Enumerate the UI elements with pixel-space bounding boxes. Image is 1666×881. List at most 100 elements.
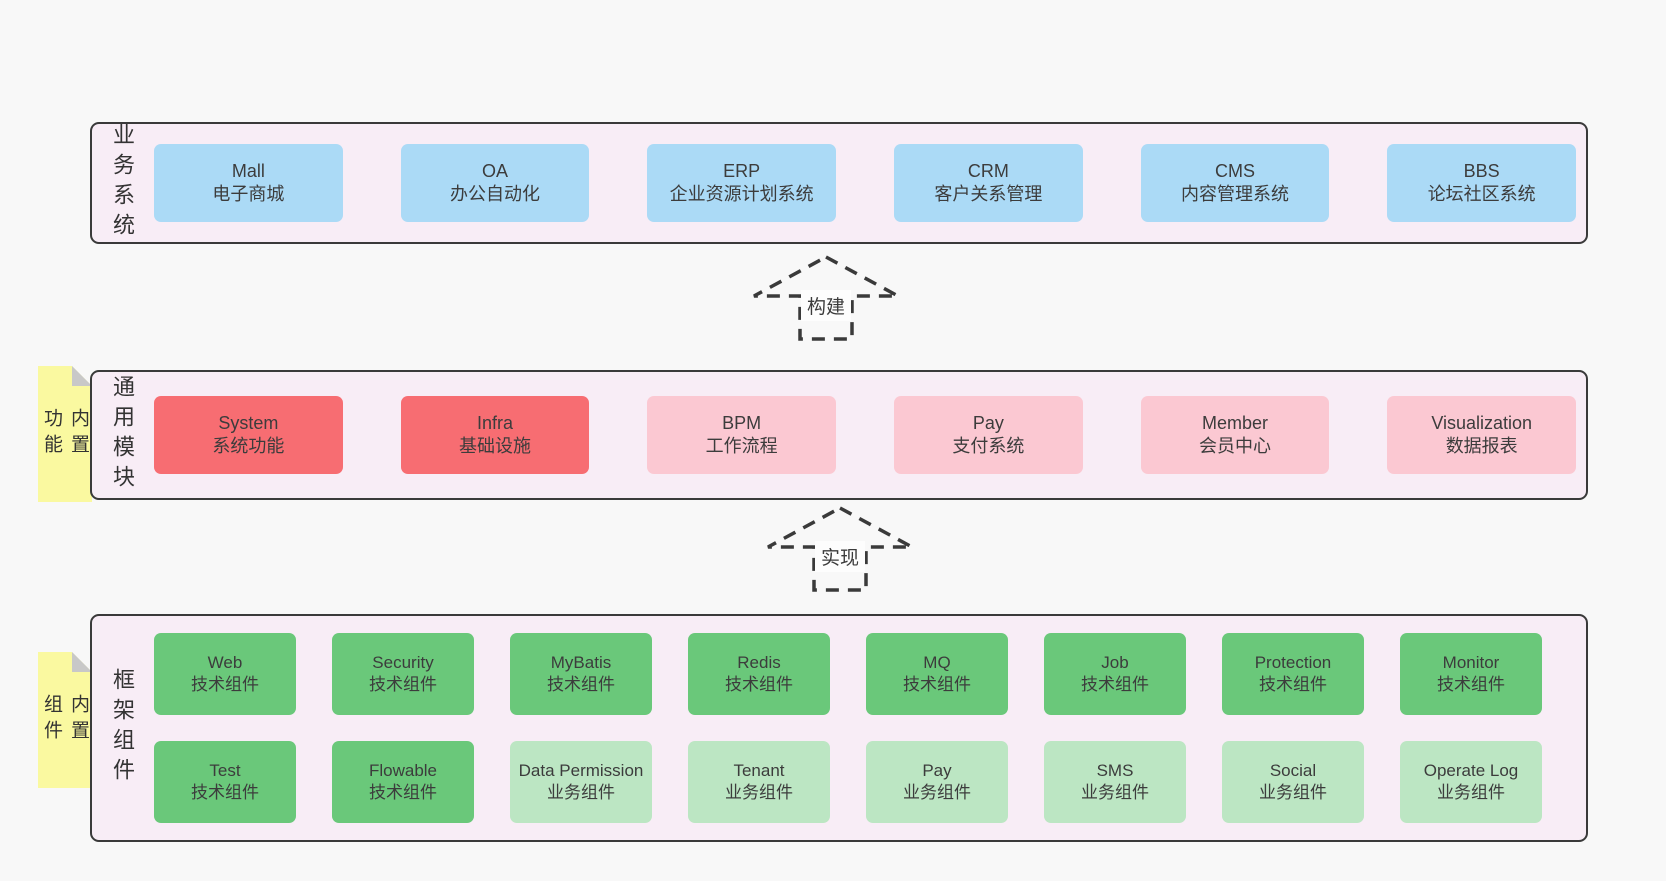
framework-row-2: Test 技术组件 Flowable 技术组件 Data Permission … xyxy=(154,741,1576,823)
business-box-row: Mall 电子商城 OA 办公自动化 ERP 企业资源计划系统 CRM 客户关系… xyxy=(154,124,1577,242)
box-mybatis: MyBatis 技术组件 xyxy=(510,633,652,715)
framework-rows: Web 技术组件 Security 技术组件 MyBatis 技术组件 Redi… xyxy=(154,616,1576,840)
framework-components-panel: 框架组件 Web 技术组件 Security 技术组件 MyBatis 技术组件… xyxy=(90,614,1588,842)
common-modules-panel: 通用模块 System 系统功能 Infra 基础设施 BPM 工作流程 Pay… xyxy=(90,370,1588,500)
box-mq: MQ 技术组件 xyxy=(866,633,1008,715)
box-title: Test xyxy=(209,761,241,780)
box-redis: Redis 技术组件 xyxy=(688,633,830,715)
box-subtitle: 内容管理系统 xyxy=(1181,184,1290,204)
business-systems-panel: 业务系统 Mall 电子商城 OA 办公自动化 ERP 企业资源计划系统 CRM… xyxy=(90,122,1588,244)
box-social: Social 业务组件 xyxy=(1222,741,1364,823)
box-subtitle: 技术组件 xyxy=(191,675,259,694)
box-title: MQ xyxy=(923,653,951,672)
box-title: BBS xyxy=(1463,161,1500,181)
box-title: Infra xyxy=(476,413,514,433)
box-security: Security 技术组件 xyxy=(332,633,474,715)
box-title: OA xyxy=(482,161,509,181)
box-subtitle: 工作流程 xyxy=(705,436,778,456)
box-subtitle: 基础设施 xyxy=(459,436,531,456)
box-bpm: BPM 工作流程 xyxy=(647,396,837,474)
box-title: Visualization xyxy=(1431,413,1533,433)
box-subtitle: 办公自动化 xyxy=(450,184,540,204)
box-mall: Mall 电子商城 xyxy=(154,144,343,222)
box-subtitle: 电子商城 xyxy=(212,184,285,204)
box-data-permission: Data Permission 业务组件 xyxy=(510,741,652,823)
box-title: MyBatis xyxy=(550,653,612,672)
box-flowable: Flowable 技术组件 xyxy=(332,741,474,823)
note-fold-shadow xyxy=(72,652,92,672)
box-subtitle: 客户关系管理 xyxy=(934,184,1043,204)
note-fold-shadow xyxy=(72,366,92,386)
box-subtitle: 技术组件 xyxy=(369,675,437,694)
box-subtitle: 技术组件 xyxy=(1081,675,1149,694)
box-subtitle: 会员中心 xyxy=(1199,436,1272,456)
panel-label-framework: 框架组件 xyxy=(110,668,135,788)
box-subtitle: 技术组件 xyxy=(903,675,971,694)
note-text: 内置组件 xyxy=(41,694,89,746)
box-title: System xyxy=(218,413,279,433)
box-oa: OA 办公自动化 xyxy=(400,144,590,222)
box-subtitle: 技术组件 xyxy=(369,783,437,802)
box-pay-biz: Pay 业务组件 xyxy=(866,741,1008,823)
box-title: Protection xyxy=(1254,653,1332,672)
box-job: Job 技术组件 xyxy=(1044,633,1186,715)
box-title: CRM xyxy=(967,161,1009,181)
box-title: SMS xyxy=(1096,761,1134,780)
arrow-build: 构建 xyxy=(751,254,901,347)
box-title: BPM xyxy=(722,413,762,433)
box-title: Flowable xyxy=(368,761,438,780)
box-title: Social xyxy=(1269,761,1317,780)
box-subtitle: 业务组件 xyxy=(725,783,793,802)
box-erp: ERP 企业资源计划系统 xyxy=(647,144,837,222)
box-title: Security xyxy=(372,653,434,672)
box-title: Job xyxy=(1101,653,1129,672)
box-subtitle: 业务组件 xyxy=(1437,783,1505,802)
box-title: Tenant xyxy=(733,761,785,780)
box-title: Web xyxy=(207,653,243,672)
modules-box-row: System 系统功能 Infra 基础设施 BPM 工作流程 Pay 支付系统… xyxy=(154,372,1577,498)
box-sms: SMS 业务组件 xyxy=(1044,741,1186,823)
box-subtitle: 技术组件 xyxy=(547,675,615,694)
box-test: Test 技术组件 xyxy=(154,741,296,823)
box-subtitle: 业务组件 xyxy=(1081,783,1149,802)
box-subtitle: 系统功能 xyxy=(212,436,285,456)
box-title: Data Permission xyxy=(518,761,644,780)
box-subtitle: 技术组件 xyxy=(725,675,793,694)
box-subtitle: 支付系统 xyxy=(952,436,1025,456)
box-title: ERP xyxy=(723,161,761,181)
box-tenant: Tenant 业务组件 xyxy=(688,741,830,823)
box-protection: Protection 技术组件 xyxy=(1222,633,1364,715)
box-subtitle: 技术组件 xyxy=(1259,675,1327,694)
box-web: Web 技术组件 xyxy=(154,633,296,715)
block-arrow-outline xyxy=(753,255,899,341)
box-title: Pay xyxy=(972,413,1004,433)
box-title: Monitor xyxy=(1442,653,1500,672)
box-cms: CMS 内容管理系统 xyxy=(1140,144,1330,222)
box-crm: CRM 客户关系管理 xyxy=(894,144,1083,222)
box-member: Member 会员中心 xyxy=(1140,396,1330,474)
box-title: Mall xyxy=(231,161,265,181)
block-arrow-up-icon: 实现 xyxy=(767,506,913,592)
note-text: 内置功能 xyxy=(41,408,89,460)
note-builtin-features: 内置功能 xyxy=(38,366,92,502)
arrow-implement: 实现 xyxy=(765,505,915,598)
box-operate-log: Operate Log 业务组件 xyxy=(1400,741,1542,823)
box-title: CMS xyxy=(1215,161,1256,181)
box-bbs: BBS 论坛社区系统 xyxy=(1387,144,1577,222)
block-arrow-outline xyxy=(767,506,913,592)
box-system: System 系统功能 xyxy=(154,396,343,474)
panel-label-modules: 通用模块 xyxy=(110,375,135,495)
box-monitor: Monitor 技术组件 xyxy=(1400,633,1542,715)
arrow-label-bg xyxy=(815,541,865,572)
box-subtitle: 业务组件 xyxy=(903,783,971,802)
arrow-label: 实现 xyxy=(821,547,859,569)
arrow-label: 构建 xyxy=(807,296,845,318)
box-subtitle: 业务组件 xyxy=(1259,783,1327,802)
box-subtitle: 技术组件 xyxy=(191,783,259,802)
block-arrow-up-icon: 构建 xyxy=(753,255,899,341)
box-visualization: Visualization 数据报表 xyxy=(1387,396,1577,474)
framework-row-1: Web 技术组件 Security 技术组件 MyBatis 技术组件 Redi… xyxy=(154,633,1576,715)
box-title: Redis xyxy=(737,653,781,672)
box-infra: Infra 基础设施 xyxy=(400,396,590,474)
